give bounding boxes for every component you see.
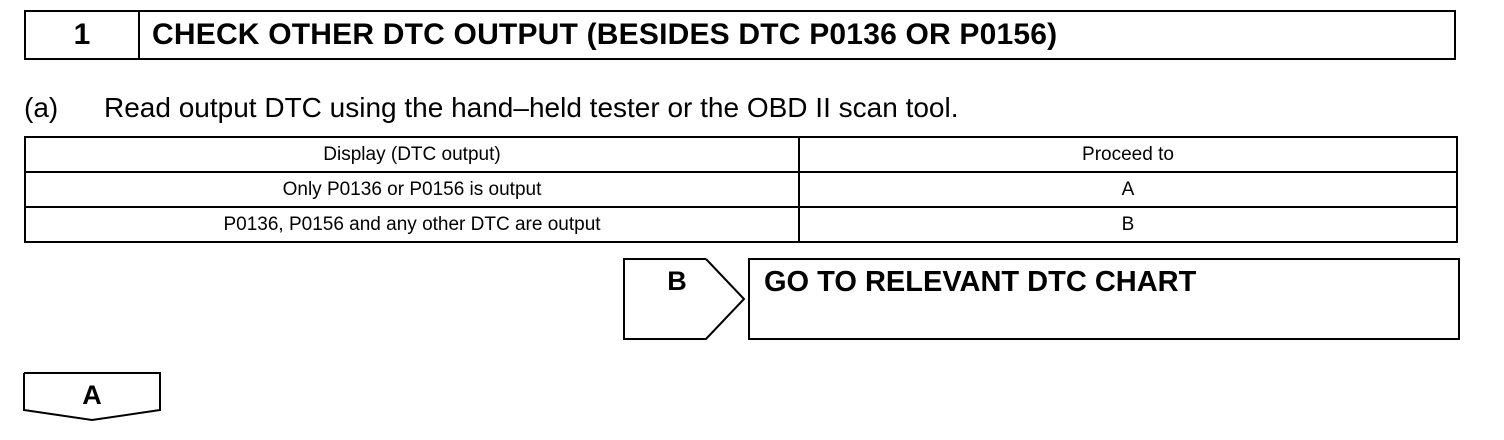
step-number: 1: [26, 12, 140, 58]
arrow-down-icon: [23, 372, 161, 422]
result-b-label: B: [667, 266, 687, 296]
table-cell-proceed: A: [798, 171, 1458, 208]
table-cell-proceed: B: [798, 206, 1458, 243]
table-cell-display: Only P0136 or P0156 is output: [24, 171, 800, 208]
result-a-label: A: [82, 380, 102, 410]
outcome-box: GO TO RELEVANT DTC CHART: [748, 258, 1460, 340]
header-display: Display (DTC output): [24, 136, 800, 173]
instruction-text: Read output DTC using the hand–held test…: [104, 92, 959, 123]
table-cell-display: P0136, P0156 and any other DTC are outpu…: [24, 206, 800, 243]
step-header: 1 CHECK OTHER DTC OUTPUT (BESIDES DTC P0…: [24, 10, 1456, 60]
result-b-arrow: B: [622, 258, 748, 340]
step-title: CHECK OTHER DTC OUTPUT (BESIDES DTC P013…: [152, 18, 1058, 51]
result-a-tab: A: [22, 372, 162, 422]
instruction: (a) Read output DTC using the hand–held …: [24, 90, 959, 126]
table-header-row: Display (DTC output) Proceed to: [24, 136, 1458, 173]
arrow-right-icon: [623, 258, 746, 340]
table-row: Only P0136 or P0156 is output A: [24, 171, 1458, 208]
table-row: P0136, P0156 and any other DTC are outpu…: [24, 206, 1458, 243]
dtc-output-table: Display (DTC output) Proceed to Only P01…: [24, 136, 1458, 243]
instruction-label: (a): [24, 92, 59, 123]
header-proceed-to: Proceed to: [798, 136, 1458, 173]
